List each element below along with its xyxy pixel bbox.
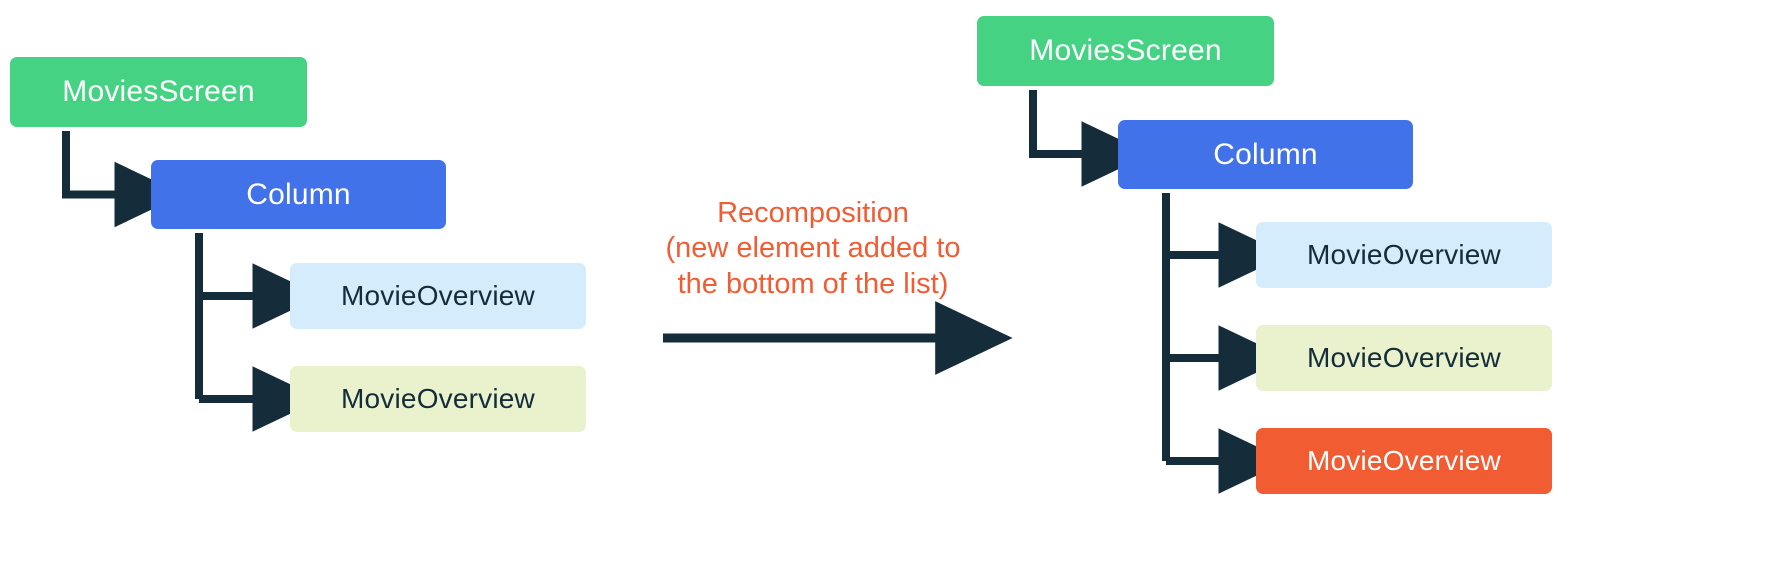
left-node-movie-overview-1[interactable]: MovieOverview: [290, 263, 586, 329]
right-node-movie-overview-2[interactable]: MovieOverview: [1256, 325, 1552, 391]
right-node-movie-overview-1[interactable]: MovieOverview: [1256, 222, 1552, 288]
right-node-movie-overview-3-new-label: MovieOverview: [1307, 445, 1501, 476]
left-node-movie-overview-2[interactable]: MovieOverview: [290, 366, 586, 432]
connector-column-to-overviews-left: [195, 233, 322, 432]
right-node-column-label: Column: [1213, 137, 1318, 171]
right-node-column[interactable]: Column: [1118, 120, 1413, 189]
right-node-movie-overview-2-label: MovieOverview: [1307, 342, 1501, 373]
left-node-movie-overview-1-label: MovieOverview: [341, 280, 535, 311]
recomposition-caption-line-1: Recomposition: [717, 197, 909, 229]
recomposition-caption-line-3: the bottom of the list): [677, 267, 949, 300]
right-node-movies-screen[interactable]: MoviesScreen: [977, 16, 1274, 86]
right-node-movie-overview-3-new[interactable]: MovieOverview: [1256, 428, 1552, 494]
left-node-movies-screen[interactable]: MoviesScreen: [10, 57, 307, 127]
connector-column-to-overviews-right: [1162, 193, 1288, 494]
right-node-movie-overview-1-label: MovieOverview: [1307, 239, 1501, 270]
connector-moviesscreen-to-column-right: [1029, 90, 1151, 187]
recomposition-caption-line-2: (new element added to: [665, 232, 961, 265]
left-node-movie-overview-2-label: MovieOverview: [341, 383, 535, 414]
left-node-column[interactable]: Column: [151, 160, 446, 229]
left-node-column-label: Column: [246, 177, 351, 211]
left-node-movies-screen-label: MoviesScreen: [62, 75, 255, 108]
recomposition-caption: Recomposition (new element added to the …: [660, 196, 966, 302]
right-node-movies-screen-label: MoviesScreen: [1029, 34, 1222, 67]
connector-moviesscreen-to-column-left: [62, 131, 184, 228]
